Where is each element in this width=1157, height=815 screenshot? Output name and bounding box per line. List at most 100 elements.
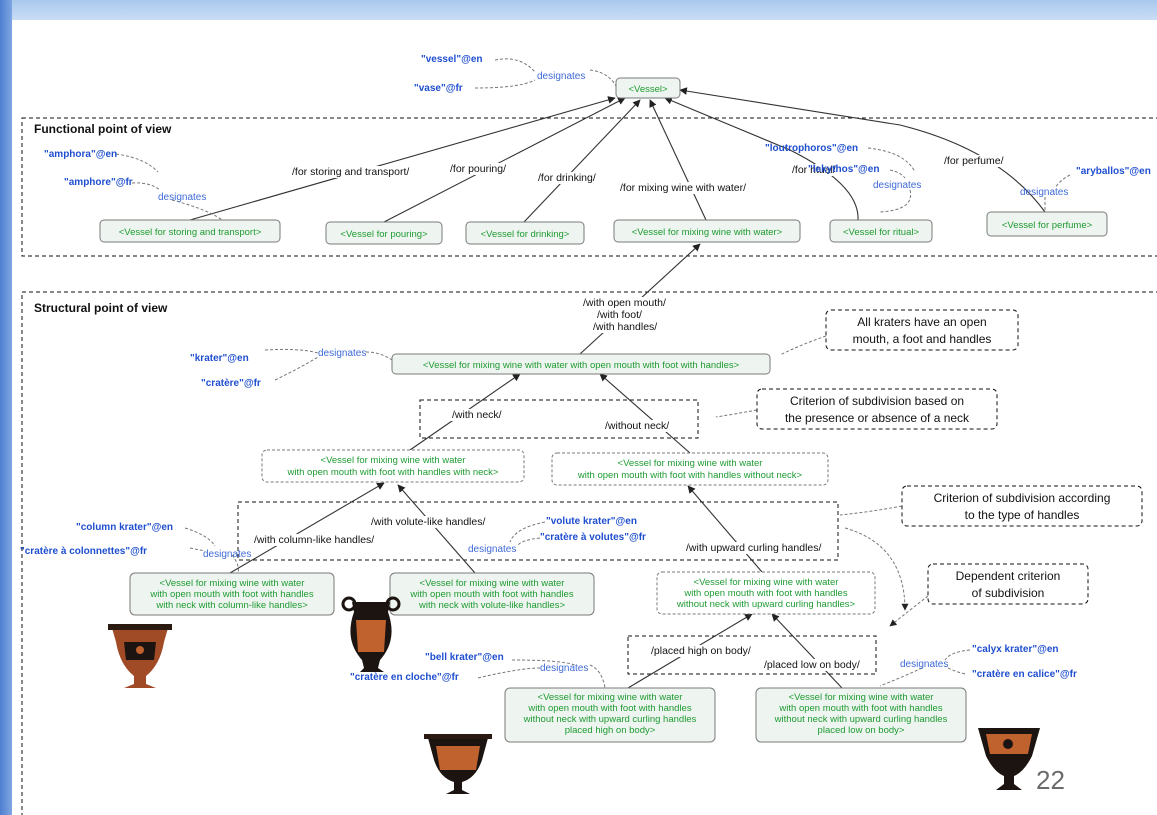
functional-section-frame [21, 117, 1157, 257]
relation-label-halo [592, 321, 659, 333]
relation-label-halo [253, 534, 376, 546]
relation-label-halo [604, 420, 671, 432]
designates-label: designates [540, 663, 588, 674]
node-volute-line1: <Vessel for mixing wine with water [420, 578, 565, 589]
node-calyx-line4: placed low on body> [818, 725, 905, 736]
rel-krater-2: /with foot/ [597, 309, 642, 321]
relation-label-halo [650, 645, 752, 657]
edge-upward [687, 485, 763, 573]
term-cratere-colonnettes-fr: "cratère à colonnettes"@fr [20, 546, 147, 557]
node-bell: <Vessel for mixing wine with water with … [504, 687, 716, 743]
note-krater: All kraters have an open mouth, a foot a… [825, 309, 1019, 351]
handles-to-placement-connector [844, 527, 909, 611]
node-ritual: <Vessel for ritual> [829, 219, 933, 243]
term-bell-krater-en: "bell krater"@en [425, 652, 504, 663]
node-bell-line4: placed high on body> [565, 725, 656, 736]
term-aryballos-en: "aryballos"@en [1076, 166, 1151, 177]
node-calyx: <Vessel for mixing wine with water with … [755, 687, 967, 743]
slide-left-band [0, 0, 12, 815]
term-lekythos-en: "lekythos"@en [808, 164, 879, 175]
node-storing: <Vessel for storing and transport> [99, 219, 281, 243]
term-column-krater-en: "column krater"@en [76, 522, 173, 533]
node-storing-label: <Vessel for storing and transport> [119, 227, 262, 238]
relation-labels: /for storing and transport/ /for pouring… [253, 155, 1005, 671]
edge-noneck [599, 373, 691, 454]
node-mixing-label: <Vessel for mixing wine with water> [632, 227, 783, 238]
note-handles-line2: to the type of handles [965, 508, 1080, 522]
relation-label-halo [685, 542, 823, 554]
node-bell-line3: without neck with upward curling handles [523, 714, 697, 725]
rel-perfume: /for perfume/ [944, 155, 1004, 167]
node-column-line3: with neck with column-like handles> [155, 600, 308, 611]
rel-storing: /for storing and transport/ [292, 166, 409, 178]
node-upward-line2: with open mouth with foot with handles [683, 588, 847, 599]
relation-label-halo [291, 166, 411, 178]
note-neck: Criterion of subdivision based on the pr… [756, 388, 998, 430]
note-dependent-connector [889, 595, 929, 627]
node-calyx-line3: without neck with upward curling handles [774, 714, 948, 725]
note-handles: Criterion of subdivision according to th… [901, 485, 1143, 527]
note-dependent: Dependent criterion of subdivision [927, 563, 1089, 605]
node-perfume: <Vessel for perfume> [986, 211, 1108, 237]
node-neck: <Vessel for mixing wine with water with … [261, 449, 525, 483]
edge-volute [397, 484, 476, 574]
node-calyx-line1: <Vessel for mixing wine with water [789, 692, 934, 703]
structural-section-frame [21, 291, 1157, 815]
node-noneck-line1: <Vessel for mixing wine with water [618, 458, 763, 469]
column-krater-vase-image [108, 624, 172, 688]
note-krater-connector [779, 335, 827, 356]
slide-number: 22 [1036, 765, 1065, 795]
node-pouring-label: <Vessel for pouring> [340, 229, 428, 240]
note-neck-line1: Criterion of subdivision based on [790, 394, 964, 408]
node-perfume-label: <Vessel for perfume> [1002, 220, 1093, 231]
term-loutrophoros-en: "loutrophoros"@en [765, 143, 858, 154]
edge-mixing [649, 99, 707, 221]
volute-krater-vase-image [341, 596, 401, 672]
term-cratere-cloche-fr: "cratère en cloche"@fr [350, 672, 459, 683]
node-mixing: <Vessel for mixing wine with water> [613, 219, 801, 243]
node-noneck: <Vessel for mixing wine with water with … [551, 452, 829, 486]
edge-column [229, 482, 385, 574]
designates-labels: designates designates designates designa… [158, 71, 1068, 674]
node-drinking-label: <Vessel for drinking> [481, 229, 570, 240]
node-krater: <Vessel for mixing wine with water with … [391, 353, 771, 375]
designates-label: designates [537, 71, 585, 82]
rel-volute: /with volute-like handles/ [371, 516, 485, 528]
note-dependent-line1: Dependent criterion [956, 569, 1061, 583]
rel-upward: /with upward curling handles/ [686, 542, 821, 554]
term-cratere-fr: "cratère"@fr [201, 378, 261, 389]
node-pouring: <Vessel for pouring> [325, 221, 443, 245]
note-dependent-line2: of subdivision [972, 586, 1045, 600]
structural-section-title: Structural point of view [34, 301, 168, 315]
node-noneck-line2: with open mouth with foot with handles w… [577, 470, 803, 481]
relation-label-halo [596, 309, 644, 321]
node-column: <Vessel for mixing wine with water with … [129, 572, 335, 616]
rel-drinking: /for drinking/ [538, 172, 596, 184]
node-bell-line2: with open mouth with foot with handles [527, 703, 691, 714]
relation-label-halo [582, 297, 667, 309]
node-neck-line1: <Vessel for mixing wine with water [321, 455, 466, 466]
rel-high: /placed high on body/ [651, 645, 751, 657]
relation-label-halo [370, 516, 487, 528]
node-upward-line3: without neck with upward curling handles… [676, 599, 856, 610]
calyx-krater-vase-image [978, 728, 1040, 790]
rel-mixing: /for mixing wine with water/ [620, 182, 746, 194]
term-volute-krater-en: "volute krater"@en [546, 516, 637, 527]
node-krater-label: <Vessel for mixing wine with water with … [423, 360, 740, 371]
rel-low: /placed low on body/ [764, 659, 860, 671]
designation-links [115, 58, 1071, 689]
term-vessel-en: "vessel"@en [421, 54, 483, 65]
edge-low [771, 613, 843, 689]
relation-label-halo [763, 659, 861, 671]
relation-label-halo [943, 155, 1005, 167]
node-vessel-label: <Vessel> [628, 84, 668, 95]
node-calyx-line2: with open mouth with foot with handles [778, 703, 942, 714]
term-cratere-volutes-fr: "cratère à volutes"@fr [540, 532, 646, 543]
rel-noneck: /without neck/ [605, 420, 669, 432]
bell-krater-vase-image [424, 734, 492, 794]
rel-column: /with column-like handles/ [254, 534, 374, 546]
node-volute-line2: with open mouth with foot with handles [409, 589, 573, 600]
relation-label-halo [791, 164, 837, 176]
terms: "vessel"@en "vase"@fr "amphora"@en "amph… [20, 54, 1151, 683]
